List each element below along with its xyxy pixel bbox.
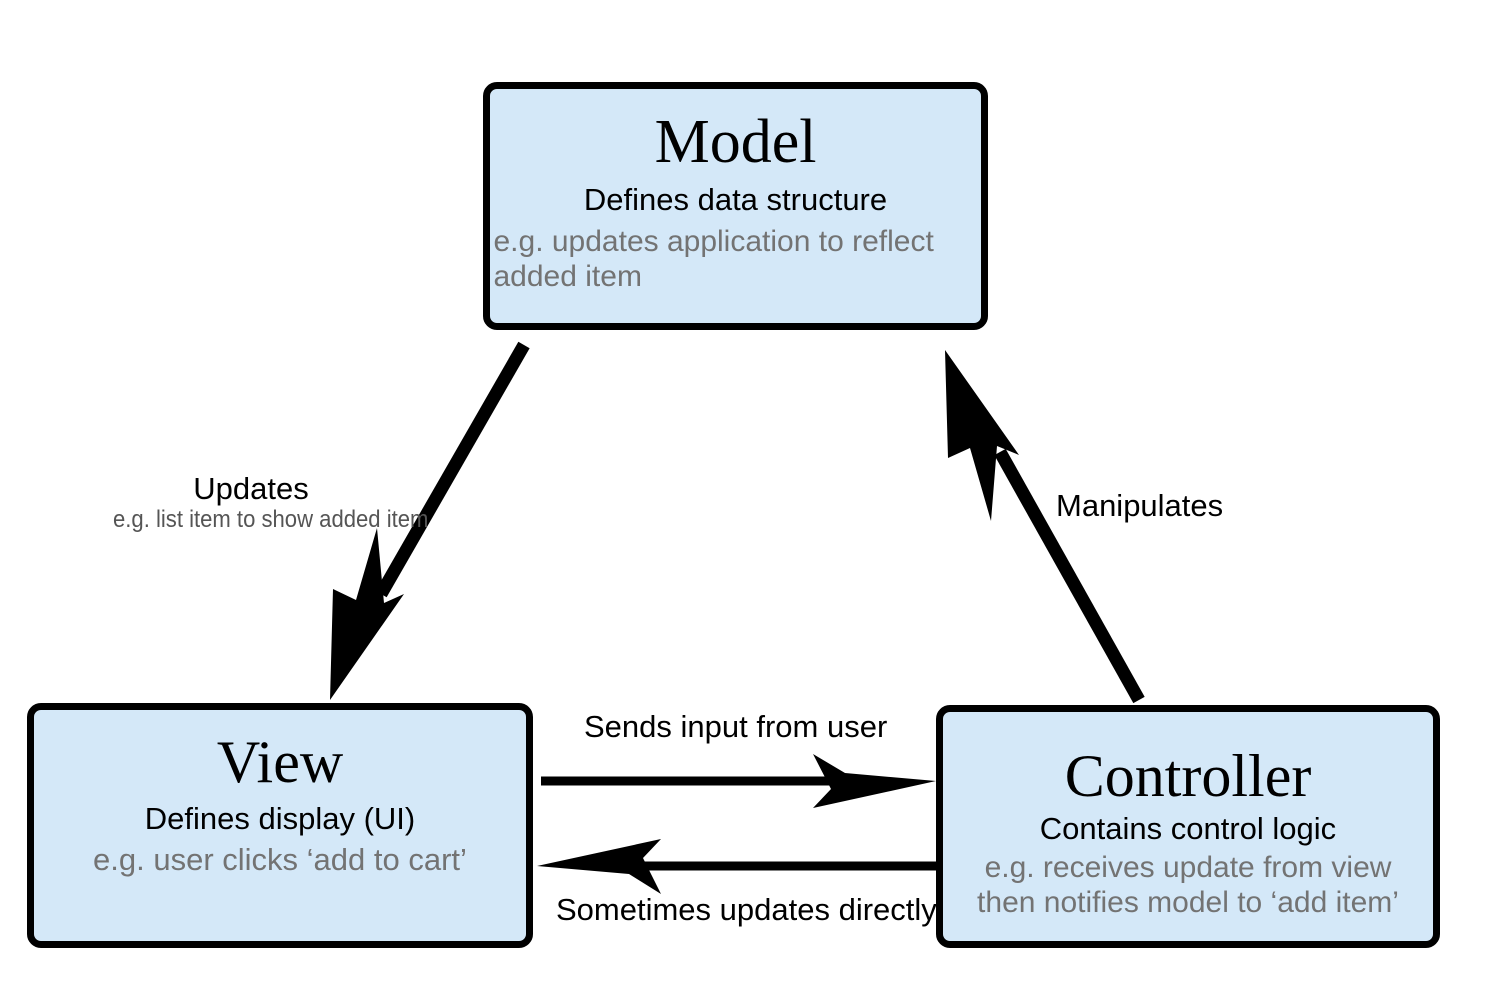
node-model-example: e.g. updates application to reflect adde…	[494, 224, 986, 295]
edge-label-sends-input-primary: Sends input from user	[584, 709, 888, 744]
node-controller-title: Controller	[1064, 743, 1312, 809]
node-model-example-line-1: e.g. updates application to reflect	[493, 224, 934, 258]
edge-label-sometimes-updates-primary: Sometimes updates directly	[556, 892, 937, 927]
arrow-controller-to-view	[537, 839, 936, 894]
node-controller-example-line-1: e.g. receives update from view	[984, 850, 1392, 884]
node-view-title: View	[216, 729, 344, 795]
node-model[interactable]: Model Defines data structure e.g. update…	[483, 82, 988, 330]
arrow-view-to-controller	[541, 754, 936, 808]
node-controller-subtitle: Contains control logic	[1039, 811, 1337, 846]
edge-label-sends-input: Sends input from user	[584, 709, 888, 744]
node-view-subtitle: Defines display (UI)	[144, 801, 416, 836]
node-model-title: Model	[654, 108, 817, 176]
node-controller[interactable]: Controller Contains control logic e.g. r…	[936, 705, 1440, 948]
edge-label-updates-primary: Updates	[193, 471, 309, 506]
edge-label-sometimes-updates: Sometimes updates directly	[556, 892, 937, 927]
node-view-example: e.g. user clicks ‘add to cart’	[93, 841, 467, 877]
arrow-controller-to-model	[945, 350, 1145, 704]
node-controller-example: e.g. receives update from view then noti…	[928, 850, 1448, 921]
edge-label-updates-secondary: e.g. list item to show added item	[113, 506, 429, 534]
node-view[interactable]: View Defines display (UI) e.g. user clic…	[27, 703, 533, 948]
node-controller-example-line-2: then notifies model to ‘add item’	[977, 886, 1399, 920]
node-model-example-line-2: added item	[493, 260, 642, 294]
edge-label-manipulates: Manipulates	[1056, 488, 1224, 523]
edge-label-manipulates-primary: Manipulates	[1056, 488, 1224, 523]
node-model-subtitle: Defines data structure	[583, 182, 888, 217]
edge-label-updates: Updates e.g. list item to show added ite…	[101, 471, 429, 534]
